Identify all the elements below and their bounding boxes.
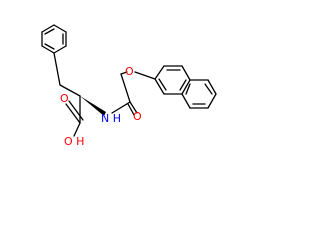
chemical-structure: N H O O O O H	[41, 24, 217, 148]
amide-linker	[111, 71, 138, 116]
hydroxyl-label: O H	[64, 135, 84, 148]
amide-oxygen-label: O	[133, 110, 142, 123]
phenyl-ring	[41, 24, 67, 54]
acid-oxygen-label: O	[60, 92, 69, 105]
ether-linker	[134, 71, 156, 80]
amine-nh-label: N H	[101, 112, 121, 125]
stereo-wedge	[80, 96, 106, 116]
carboxylic-acid	[65, 95, 84, 137]
side-chain	[53, 52, 81, 97]
ether-oxygen-label: O	[125, 65, 134, 78]
naphthalene	[154, 65, 217, 109]
